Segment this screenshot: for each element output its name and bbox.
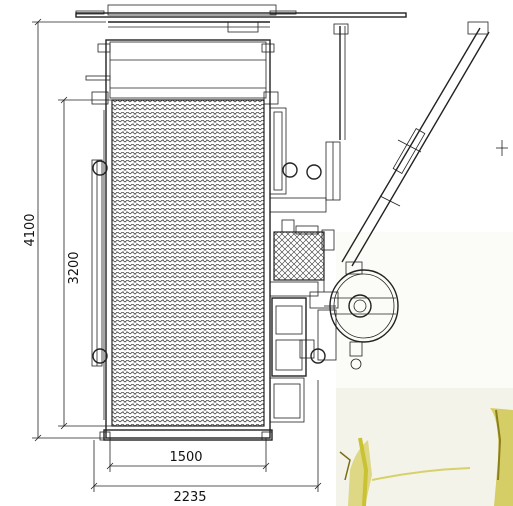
dimension-label-4100: 4100 xyxy=(23,213,38,246)
dimension-label-3200: 3200 xyxy=(67,251,82,284)
dimension-4100: 4100 xyxy=(23,18,106,442)
dimension-2235: 2235 xyxy=(90,380,322,505)
mesh-deck xyxy=(111,99,265,427)
left-rail xyxy=(91,110,108,420)
dimension-1500: 1500 xyxy=(106,438,270,472)
dimension-3200: 3200 xyxy=(58,96,112,430)
platform-frame xyxy=(85,39,279,441)
support-boom xyxy=(341,21,508,267)
dimension-label-1500: 1500 xyxy=(169,450,202,465)
dimension-label-2235: 2235 xyxy=(173,490,206,505)
top-beam xyxy=(75,4,407,33)
side-mechanism xyxy=(269,23,349,423)
photo-inset xyxy=(336,232,513,506)
cable-reel xyxy=(324,261,399,370)
